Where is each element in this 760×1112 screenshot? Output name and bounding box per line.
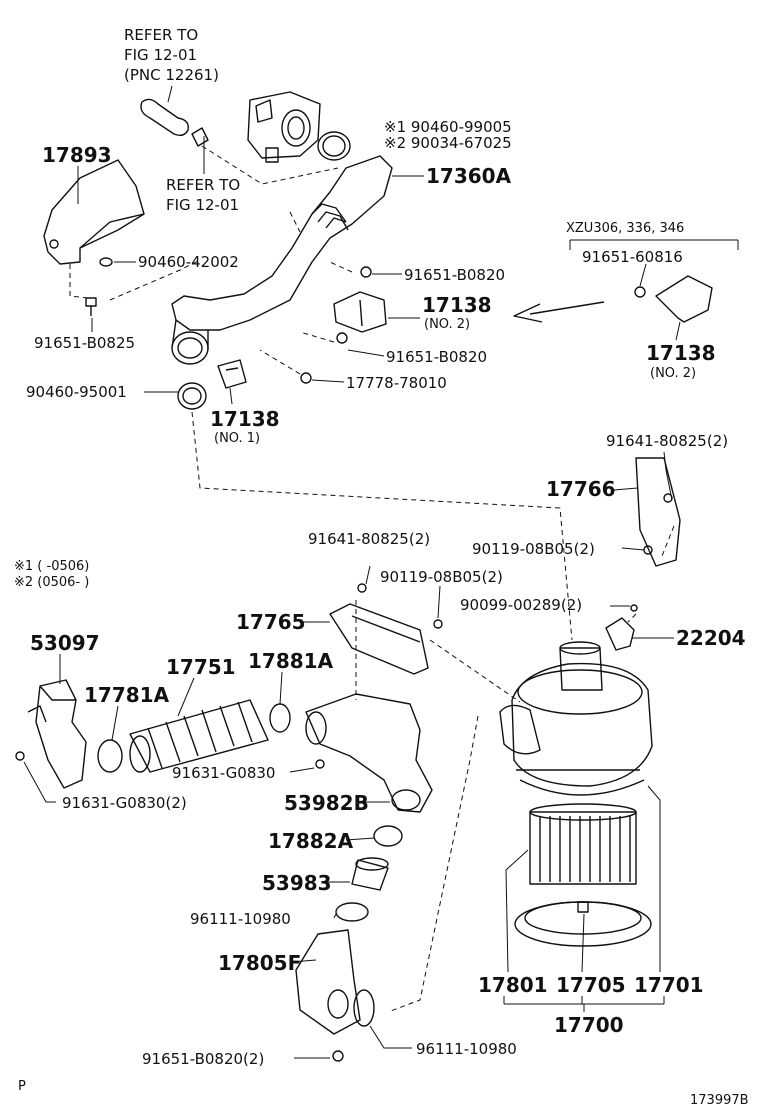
bracket-xzu-drawing [655, 275, 713, 323]
bolt-g0830-drawing [315, 759, 325, 769]
air-cleaner-body-drawing [499, 641, 653, 796]
label-17138-a: 17138 [422, 293, 492, 317]
label-17360a: 17360A [426, 164, 512, 188]
upper-hose-drawing [140, 98, 189, 137]
label-90460-42002: 90460-42002 [138, 253, 239, 271]
leader-line [167, 85, 173, 103]
label-91651-b0820-2: 91651-B0820(2) [142, 1050, 264, 1068]
label-90119-08b05-2b: 90119-08B05(2) [380, 568, 503, 586]
label-17781a: 17781A [84, 683, 170, 707]
label-17765: 17765 [236, 610, 306, 634]
label-22204: 22204 [676, 626, 746, 650]
outlet-17805f-drawing [295, 929, 361, 1035]
label-refer-top: REFER TO [124, 26, 198, 44]
label-90460-99005: ※1 90460-99005 [384, 118, 512, 136]
label-17138-no1: 17138 [210, 407, 280, 431]
label-90119-08b05-2a: 90119-08B05(2) [472, 540, 595, 558]
label-17801: 17801 [478, 973, 548, 997]
bolt-b0820-a-drawing [360, 266, 372, 278]
label-no2-a: (NO. 2) [424, 317, 470, 332]
small-clip-drawing [191, 127, 209, 147]
label-note-2: ※2 (0506- ) [14, 575, 89, 590]
label-17766: 17766 [546, 477, 616, 501]
label-91651-b0825: 91651-B0825 [34, 334, 135, 352]
hose-17751-drawing [129, 699, 269, 773]
label-17805f: 17805F [218, 951, 301, 975]
inlet-53097-drawing [15, 679, 87, 789]
label-17705: 17705 [556, 973, 626, 997]
bracket-17765-drawing [329, 603, 429, 675]
label-17893: 17893 [42, 143, 112, 167]
label-91631-g0830-2: 91631-G0830(2) [62, 794, 187, 812]
clamp-96111-b-drawing [353, 989, 375, 1027]
bolt-17778-drawing [300, 372, 312, 384]
label-17751: 17751 [166, 655, 236, 679]
label-17700: 17700 [554, 1013, 624, 1037]
shield-17893-drawing [43, 159, 145, 265]
label-refer-mid: REFER TO [166, 176, 240, 194]
bolt-b0820-2-drawing [332, 1050, 344, 1062]
grommet-drawing [99, 257, 113, 267]
filter-element-drawing [529, 803, 637, 885]
clamp-96111-a-drawing [335, 902, 369, 922]
label-refer-top-pnc: (PNC 12261) [124, 66, 219, 84]
label-refer-top-fig: FIG 12-01 [124, 46, 197, 64]
label-no2-b: (NO. 2) [650, 366, 696, 381]
label-17701: 17701 [634, 973, 704, 997]
label-91651-b0820-a: 91651-B0820 [404, 266, 505, 284]
bolt-b0820-b-drawing [336, 332, 348, 344]
label-96111-10980-a: 96111-10980 [190, 910, 291, 928]
direction-arrow [513, 301, 605, 323]
air-duct-17360a-drawing [171, 155, 393, 365]
label-53982b: 53982B [284, 791, 369, 815]
throttle-body-drawing [247, 91, 321, 163]
label-91641-80825-2b: 91641-80825(2) [308, 530, 430, 548]
label-91641-80825-2a: 91641-80825(2) [606, 432, 728, 450]
label-90034-67025: ※2 90034-67025 [384, 134, 512, 152]
label-refer-mid-fig: FIG 12-01 [166, 196, 239, 214]
label-no1: (NO. 1) [214, 431, 260, 446]
bolt-b0825-drawing [85, 297, 97, 316]
label-17881a: 17881A [248, 649, 334, 673]
label-91651-b0820-b: 91651-B0820 [386, 348, 487, 366]
plate-17766-drawing [635, 457, 681, 567]
label-91651-60816: 91651-60816 [582, 248, 683, 266]
label-17882a: 17882A [268, 829, 354, 853]
label-xzu-models: XZU306, 336, 346 [566, 221, 684, 236]
label-17778-78010: 17778-78010 [346, 374, 447, 392]
label-note-1: ※1 ( -0506) [14, 559, 89, 574]
label-figure-id: 173997B [690, 1093, 749, 1108]
duct-53982b-drawing [305, 693, 433, 813]
label-90099-00289-2: 90099-00289(2) [460, 596, 582, 614]
label-corner-p: P [18, 1079, 26, 1094]
label-53097: 53097 [30, 631, 100, 655]
sensor-22204-drawing [605, 617, 635, 651]
clamp-17781a-drawing [97, 739, 123, 773]
bracket-17138-no2-drawing [333, 291, 387, 333]
label-90460-95001: 90460-95001 [26, 383, 127, 401]
label-91631-g0830: 91631-G0830 [172, 764, 275, 782]
clamp-17882a-drawing [373, 825, 403, 847]
label-17138-b: 17138 [646, 341, 716, 365]
label-53983: 53983 [262, 871, 332, 895]
bracket-17138-no1-drawing [217, 359, 247, 389]
label-96111-10980-b: 96111-10980 [416, 1040, 517, 1058]
hose-53983-drawing [351, 857, 389, 891]
clamp-17881a-drawing [269, 703, 291, 733]
clamp-95001-drawing [177, 382, 207, 410]
clamp-ring-drawing [317, 131, 351, 161]
